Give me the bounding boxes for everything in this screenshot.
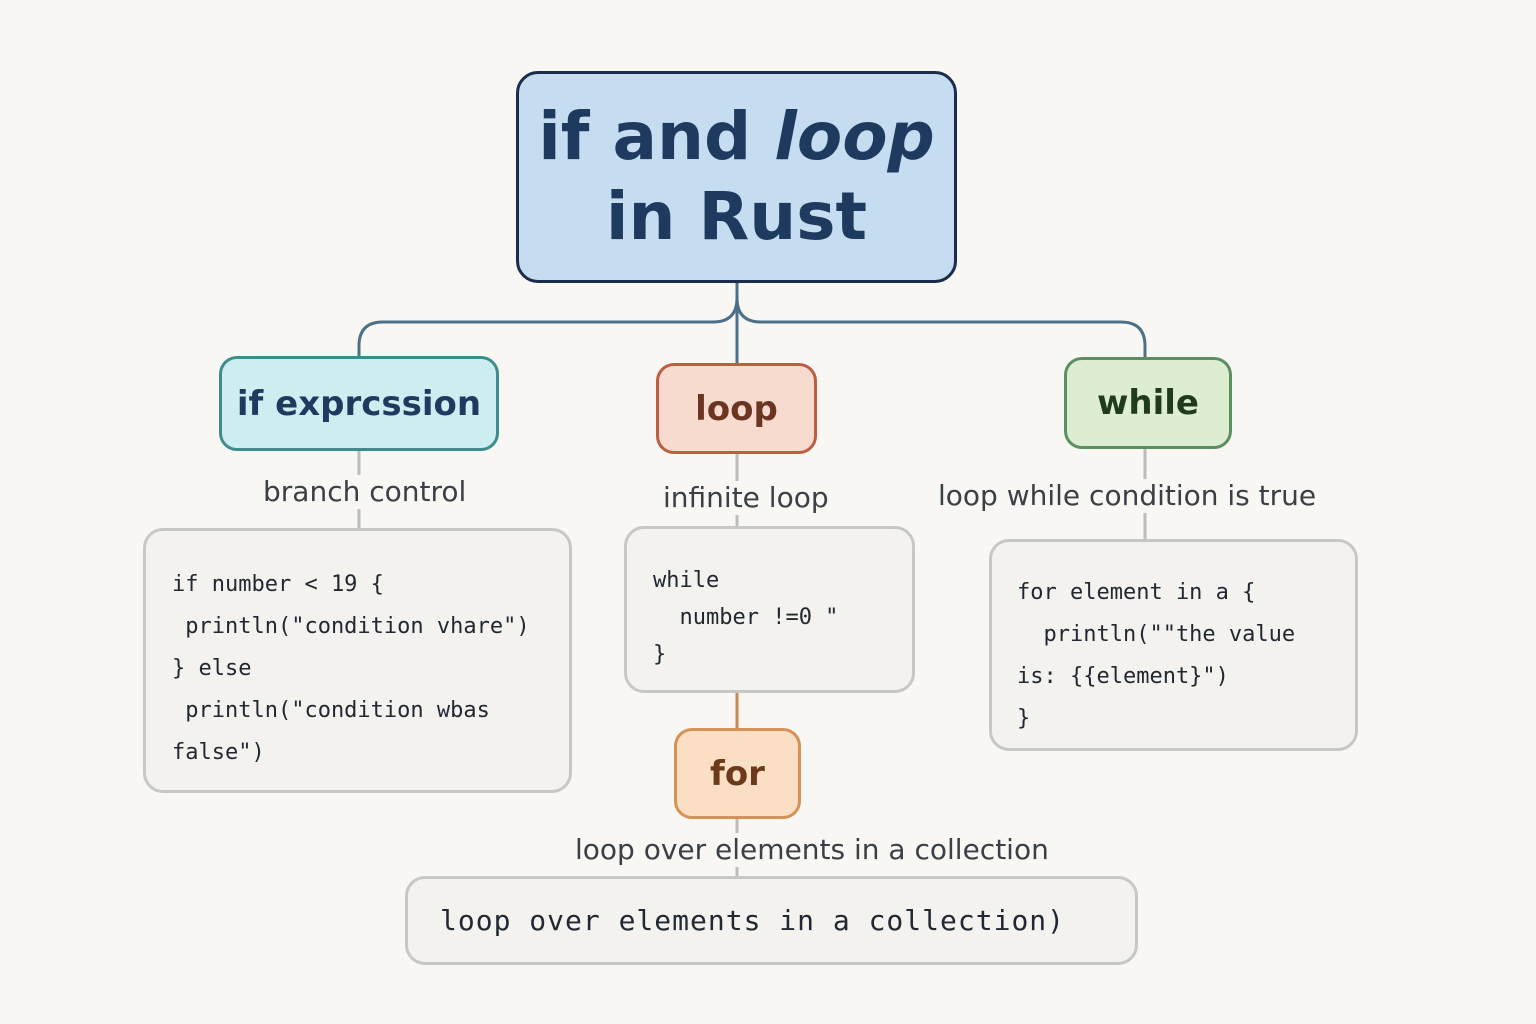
- code-line: }: [1017, 706, 1031, 731]
- if-code-block: if number < 19 { println("condition vhar…: [143, 528, 572, 793]
- if-description: branch control: [259, 475, 471, 509]
- code-line: false"): [172, 740, 265, 765]
- loop-description: infinite loop: [659, 481, 833, 515]
- topic-loop: loop: [656, 363, 817, 454]
- connector-title-to-while: [735, 283, 1147, 357]
- for-description: loop over elements in a collection: [571, 833, 1053, 867]
- while-description: loop while condition is true: [934, 479, 1321, 513]
- title-line-2: in Rust: [605, 178, 868, 255]
- topic-for: for: [674, 728, 801, 819]
- code-line: loop over elements in a collection): [440, 904, 1066, 937]
- code-line: println(""the value: [1017, 622, 1296, 647]
- code-line: println("condition wbas: [172, 698, 490, 723]
- diagram-title: if and loop in Rust: [516, 71, 957, 283]
- code-line: }: [653, 642, 667, 667]
- code-line: while: [653, 568, 720, 593]
- code-line: } else: [172, 656, 252, 681]
- code-line: is: {{element}"): [1017, 664, 1229, 689]
- code-line: number !=0 ": [653, 605, 839, 630]
- while-code-block: for element in a { println(""the value is…: [989, 539, 1358, 751]
- title-line-1: if and loop: [538, 97, 935, 177]
- code-line: if number < 19 {: [172, 572, 384, 597]
- title-emphasis: loop: [774, 98, 935, 175]
- code-line: for element in a {: [1017, 580, 1256, 605]
- title-prefix: if and: [538, 98, 775, 175]
- for-code-block: loop over elements in a collection): [405, 876, 1138, 965]
- code-line: println("condition vhare"): [172, 614, 530, 639]
- topic-while: while: [1064, 357, 1232, 449]
- topic-if-expression: if exprcssion: [219, 356, 499, 451]
- loop-code-block: while number !=0 "}: [624, 526, 915, 693]
- connector-title-to-if: [357, 283, 739, 356]
